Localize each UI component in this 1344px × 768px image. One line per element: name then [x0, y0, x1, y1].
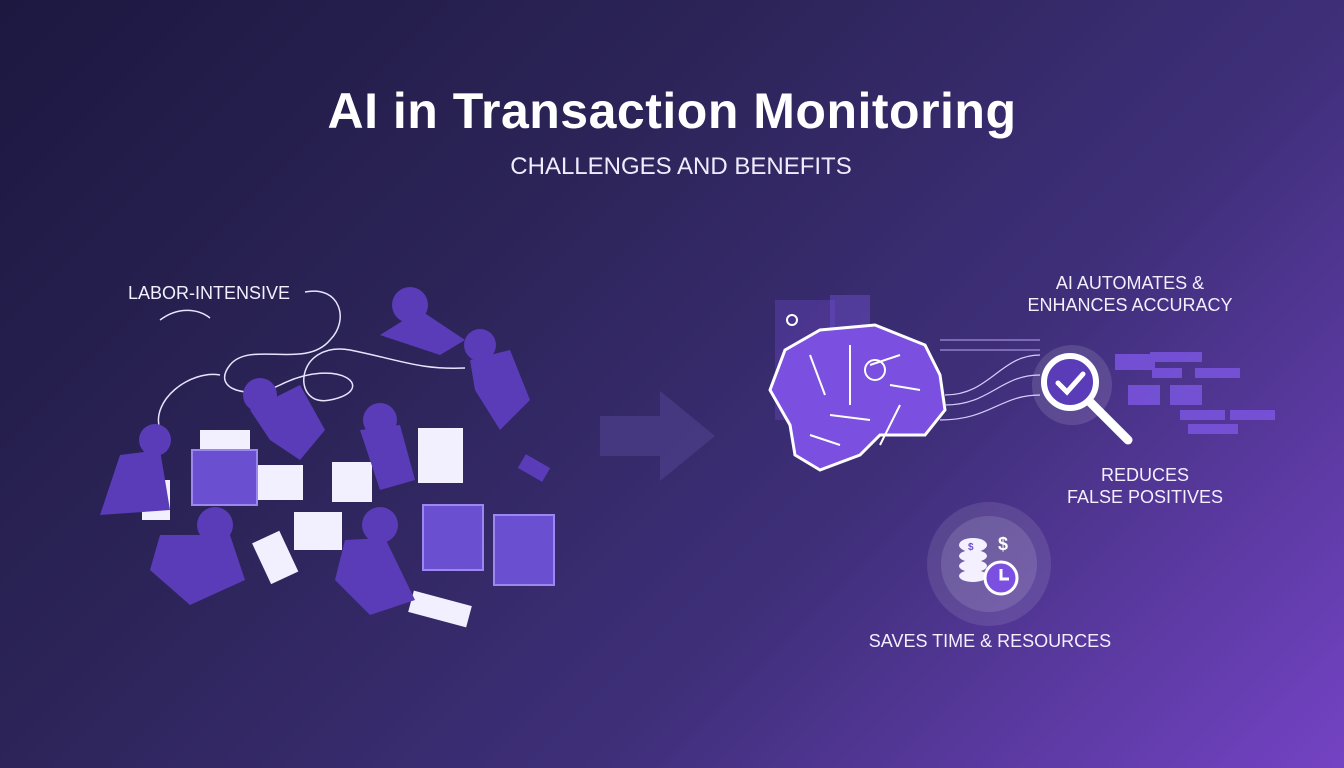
arrow-right-icon	[600, 391, 715, 481]
coins-clock-icon: $ $	[927, 502, 1051, 626]
benefit-false-positives-line1: REDUCES	[1100, 465, 1189, 485]
monitors	[191, 449, 555, 586]
benefit-false-positives-line2: FALSE POSITIVES	[1066, 487, 1224, 507]
svg-text:$: $	[968, 542, 974, 553]
benefit-automates-label: AI AUTOMATES & ENHANCES ACCURACY	[1010, 272, 1250, 316]
benefit-false-positives-label: REDUCES FALSE POSITIVES	[1060, 464, 1230, 508]
labor-illustration	[100, 287, 555, 628]
benefit-automates-line2: ENHANCES ACCURACY	[1027, 295, 1233, 315]
squiggle-arrow-icon	[223, 290, 466, 402]
labor-intensive-label: LABOR-INTENSIVE	[128, 283, 291, 303]
page-title: AI in Transaction Monitoring	[327, 83, 1017, 139]
benefit-automates-line1: AI AUTOMATES &	[1055, 273, 1205, 293]
workers	[100, 287, 551, 615]
benefit-saves-time-label: SAVES TIME & RESOURCES	[868, 631, 1112, 651]
page-subtitle: CHALLENGES AND BENEFITS	[510, 153, 852, 180]
brain-circuit-icon	[768, 295, 1041, 472]
svg-text:$: $	[998, 534, 1008, 554]
magnifier-check-icon	[1032, 345, 1275, 445]
